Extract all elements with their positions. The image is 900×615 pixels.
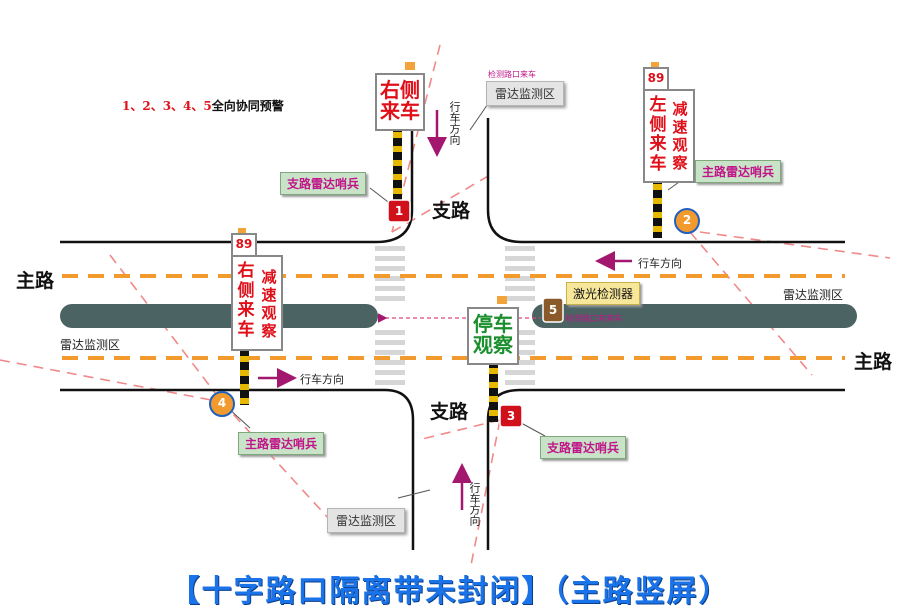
sign-top-center-text: 右侧 来车 [376, 80, 424, 122]
sign-left-speed: 89 [235, 237, 253, 251]
direction-label-right-main: 行车方向 [638, 257, 682, 270]
road-main-right: 主路 [854, 351, 893, 373]
sentinel-5-label: 5 [548, 303, 558, 317]
callout-sentinel-3: 支路雷达哨兵 [540, 436, 627, 459]
sentinel-1-label: 1 [394, 204, 404, 218]
median-strip-left [60, 304, 378, 328]
sign-top-center-line2: 来车 [380, 99, 420, 123]
direction-label-bottom: 行车方向 [468, 482, 481, 526]
sign-top-right-col2: 减速观察 [672, 100, 688, 172]
callout-laser-detector: 激光检测器 [566, 282, 641, 305]
sign-bottom-center-line1: 停车 [473, 312, 513, 336]
warning-numbers: 1、2、3、4、5 [122, 99, 212, 113]
sentinel-3-marker [499, 404, 523, 428]
road-branch-top: 支路 [432, 200, 471, 222]
callout-sentinel-2: 主路雷达哨兵 [695, 160, 782, 183]
sign-left-col1: 右侧来车 [237, 261, 255, 340]
direction-arrows [258, 110, 632, 510]
direction-label-left-main: 行车方向 [300, 373, 344, 386]
sentinel-5-marker [542, 297, 564, 323]
road-branch-bottom: 支路 [430, 401, 469, 423]
callout-sentinel-4: 主路雷达哨兵 [238, 432, 325, 455]
diagram-title: 【十字路口隔离带未封闭】（主路竖屏） [169, 574, 731, 609]
sign-bottom-center-line2: 观察 [473, 333, 513, 357]
sign-boards [231, 62, 695, 365]
crosswalk-right [505, 246, 535, 385]
radar-zone-right: 雷达监测区 [783, 288, 844, 302]
warning-text: 全向协同预警 [211, 99, 284, 113]
sentinel-1-marker [387, 199, 411, 223]
tiny-label-top: 检测路口来车 [488, 70, 536, 79]
sign-top-right-speed: 89 [647, 71, 665, 85]
sentinel-4-marker [209, 391, 235, 417]
road-main-left: 主路 [16, 270, 55, 292]
sign-bottom-center-text: 停车 观察 [468, 314, 518, 356]
sign-poles [240, 126, 662, 422]
radar-zone-left: 雷达监测区 [60, 338, 121, 352]
callout-sentinel-1: 支路雷达哨兵 [280, 172, 367, 195]
coordinated-warning-note: 1、2、3、4、5全向协同预警 [122, 97, 284, 114]
radar-zone-top: 雷达监测区 [486, 81, 565, 106]
sentinel-3-label: 3 [506, 409, 516, 423]
sentinel-4-label: 4 [217, 396, 227, 410]
direction-label-top: 行车方向 [448, 101, 461, 145]
sign-left-col2: 减速观察 [261, 268, 277, 340]
sign-top-center-line1: 右侧 [380, 78, 420, 102]
tiny-label-laser: 检测路口有来车 [566, 314, 622, 323]
crosswalk-left [375, 246, 405, 385]
road-edges [60, 118, 845, 550]
sentinel-2-label: 2 [682, 213, 692, 227]
radar-zone-bottom: 雷达监测区 [327, 508, 406, 533]
median-strip-right [532, 304, 857, 328]
sign-top-right-col1: 左侧来车 [649, 95, 667, 174]
lane-dividers [62, 274, 845, 360]
sentinel-2-marker [674, 208, 700, 234]
